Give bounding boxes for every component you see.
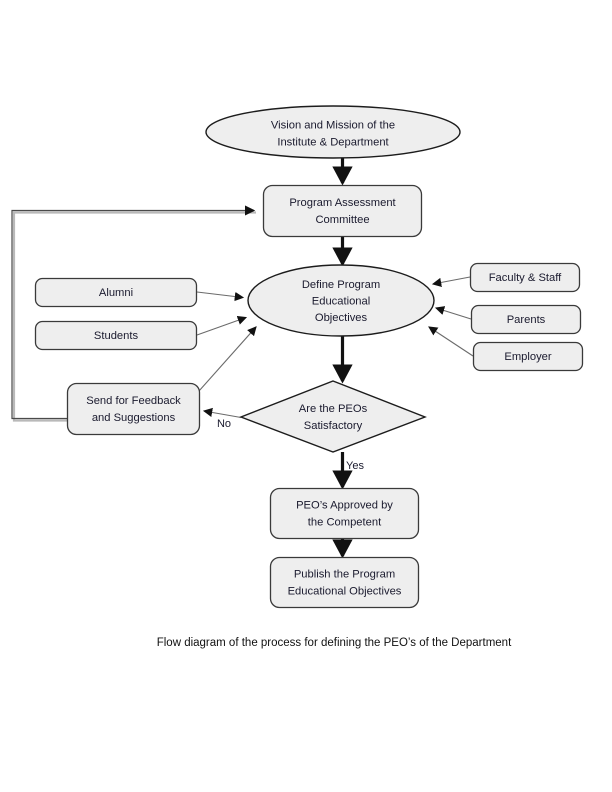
node-committee-line1: Program Assessment	[289, 197, 396, 209]
node-program-assessment-committee[interactable]: Program Assessment Committee	[262, 184, 423, 238]
node-peo-approved-line2: the Competent	[308, 516, 382, 528]
edge-decision-no-to-feedback	[202, 407, 242, 419]
node-vision-mission-line2: Institute & Department	[277, 136, 389, 148]
diagram-caption: Flow diagram of the process for defining…	[157, 637, 512, 649]
node-students[interactable]: Students	[34, 320, 198, 351]
edge-feedback-to-define-peo	[198, 326, 257, 392]
node-define-peo-line3: Objectives	[315, 312, 368, 324]
edge-parents-to-define-peo	[434, 306, 472, 320]
edge-label-no: No	[217, 418, 231, 430]
node-students-label: Students	[94, 330, 139, 342]
node-define-peo-line1: Define Program	[302, 279, 380, 291]
node-publish-peo-line2: Educational Objectives	[288, 585, 402, 597]
node-define-peo[interactable]: Define Program Educational Objectives	[247, 264, 435, 337]
node-employer[interactable]: Employer	[472, 341, 584, 372]
node-alumni[interactable]: Alumni	[34, 277, 198, 308]
node-decision-line1: Are the PEOs	[299, 403, 368, 415]
edge-employer-to-define-peo	[428, 326, 474, 357]
edge-alumni-to-define-peo	[196, 291, 245, 302]
node-send-for-feedback-line2: and Suggestions	[92, 412, 176, 424]
node-vision-mission-line1: Vision and Mission of the	[271, 119, 395, 131]
node-employer-label: Employer	[504, 351, 552, 363]
node-alumni-label: Alumni	[99, 287, 133, 299]
edge-label-yes: Yes	[346, 460, 364, 472]
node-peo-approved[interactable]: PEO’s Approved by the Competent	[269, 487, 420, 540]
node-send-for-feedback[interactable]: Send for Feedback and Suggestions	[66, 382, 201, 436]
edge-students-to-define-peo	[196, 315, 248, 336]
node-peo-approved-line1: PEO’s Approved by	[296, 499, 393, 511]
edge-feedback-to-committee	[11, 205, 256, 422]
node-publish-peo[interactable]: Publish the Program Educational Objectiv…	[269, 556, 420, 609]
node-vision-mission[interactable]: Vision and Mission of the Institute & De…	[205, 105, 461, 159]
node-parents[interactable]: Parents	[470, 304, 582, 335]
node-committee-line2: Committee	[315, 214, 369, 226]
edge-faculty-to-define-peo	[431, 276, 471, 288]
node-faculty-staff-label: Faculty & Staff	[489, 272, 562, 284]
node-peos-satisfactory-decision[interactable]: Are the PEOs Satisfactory	[239, 380, 427, 453]
node-define-peo-line2: Educational	[312, 295, 370, 307]
node-publish-peo-line1: Publish the Program	[294, 568, 395, 580]
node-faculty-staff[interactable]: Faculty & Staff	[469, 262, 581, 293]
node-send-for-feedback-line1: Send for Feedback	[86, 395, 181, 407]
node-parents-label: Parents	[507, 314, 546, 326]
node-decision-line2: Satisfactory	[304, 420, 363, 432]
